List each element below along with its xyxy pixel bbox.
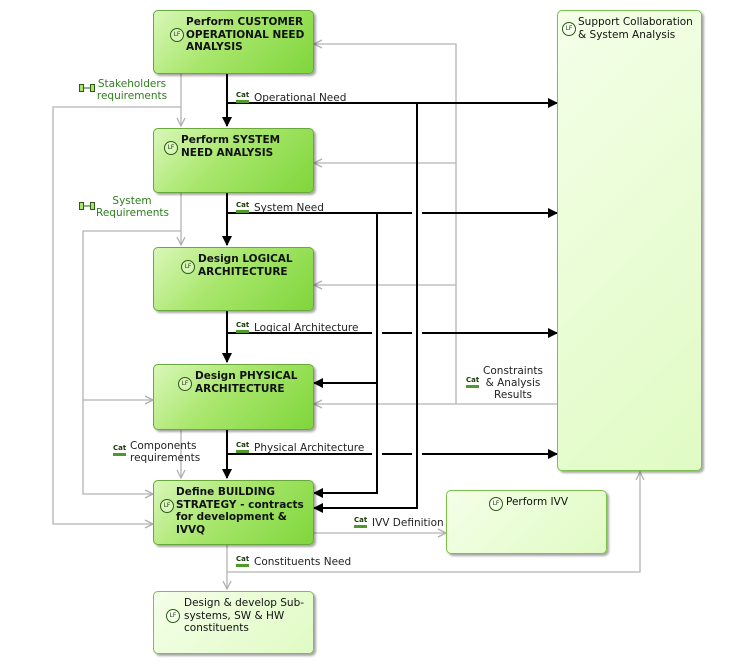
category-icon: Cat [236,202,250,213]
activity-design-subsystems[interactable]: LF Design & develop Sub-systems, SW & HW… [153,591,314,654]
flow-label-components-requirements: Components requirements [130,440,201,464]
category-icon: Cat [236,92,250,103]
activity-title: Define BUILDING STRATEGY - contracts for… [176,486,304,536]
category-icon: Cat [354,517,368,528]
activity-badge-icon: LF [489,497,503,511]
activity-system-need-analysis[interactable]: LF Perform SYSTEM NEED ANALYSIS [153,128,314,193]
category-icon: Cat [236,322,250,333]
activity-define-building-strategy[interactable]: LF Define BUILDING STRATEGY - contracts … [153,480,314,545]
activity-title: Design LOGICAL ARCHITECTURE [198,253,293,278]
flow-label-operational-need: Operational Need [254,92,347,104]
requirement-link-icon [79,84,95,92]
activity-badge-icon: LF [562,22,576,36]
activity-title: Perform IVV [506,496,569,508]
flow-label-logical-architecture: Logical Architecture [254,322,359,334]
activity-title: Design PHYSICAL ARCHITECTURE [195,370,298,395]
activity-badge-icon: LF [166,609,180,623]
activity-badge-icon: LF [178,377,192,391]
main-flows [222,74,558,513]
activity-badge-icon: LF [170,28,184,42]
activity-title: Perform SYSTEM NEED ANALYSIS [181,134,281,159]
category-icon: Cat [466,377,480,388]
activity-badge-icon: LF [160,499,174,513]
activity-badge-icon: LF [164,141,178,155]
category-icon: Cat [113,445,127,456]
activity-title: Support Collaboration & System Analysis [578,16,693,41]
feedback-flows [52,44,640,589]
activity-perform-ivv[interactable]: LF Perform IVV [446,490,607,554]
activity-badge-icon: LF [181,260,195,274]
flow-label-ivv-definition: IVV Definition [372,517,444,529]
flow-label-system-need: System Need [254,202,324,214]
flow-label-constraints: Constraints & Analysis Results [483,365,543,401]
activity-title: Perform CUSTOMER OPERATIONAL NEED ANALYS… [186,16,305,53]
category-icon: Cat [236,556,250,567]
flow-label-physical-architecture: Physical Architecture [254,442,365,454]
activity-support-collaboration[interactable]: LF Support Collaboration & System Analys… [557,10,702,471]
activity-design-logical-architecture[interactable]: LF Design LOGICAL ARCHITECTURE [153,247,314,311]
activity-customer-need-analysis[interactable]: LF Perform CUSTOMER OPERATIONAL NEED ANA… [153,10,314,74]
activity-design-physical-architecture[interactable]: LF Design PHYSICAL ARCHITECTURE [153,364,314,430]
activity-title: Design & develop Sub-systems, SW & HW co… [184,597,305,634]
stakeholders-requirements-label: Stakeholders requirements [96,78,168,102]
system-requirements-label: System Requirements [96,195,169,219]
category-icon: Cat [236,442,250,453]
flow-label-constituents-need: Constituents Need [254,556,352,568]
requirement-link-icon [79,202,95,210]
